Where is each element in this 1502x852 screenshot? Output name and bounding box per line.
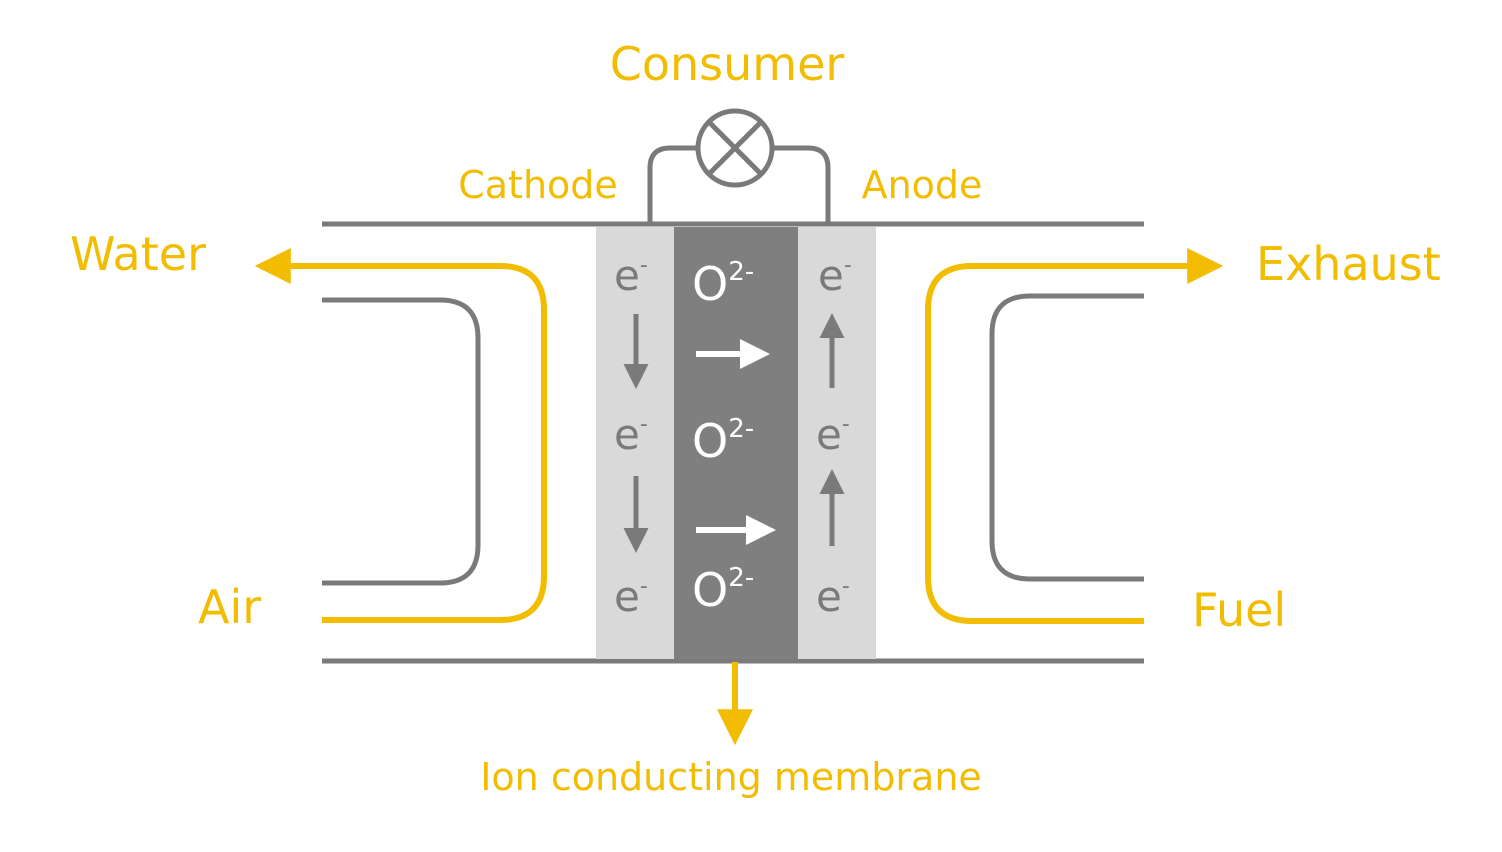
anode-electron-2: e- — [816, 410, 850, 459]
cathode-electron-3: e- — [614, 572, 648, 621]
anode-electron-1: e- — [818, 251, 852, 300]
lamp-icon — [695, 108, 775, 188]
cathode-label: Cathode — [458, 163, 618, 207]
membrane-label: Ion conducting membrane — [480, 755, 982, 799]
anode-electrode — [798, 227, 876, 659]
consumer-label: Consumer — [610, 37, 845, 91]
cathode-electrode — [596, 227, 674, 659]
oxide-ion-3: O2- — [692, 563, 754, 617]
cathode-electron-1: e- — [614, 251, 648, 300]
air-inner-channel — [322, 297, 481, 586]
water-label: Water — [70, 227, 206, 281]
oxide-ion-1: O2- — [692, 257, 754, 311]
fuel-inner-channel — [989, 293, 1144, 582]
air-label: Air — [198, 580, 261, 634]
cathode-electron-2: e- — [614, 410, 648, 459]
oxide-ion-2: O2- — [692, 414, 754, 468]
anode-label: Anode — [862, 163, 983, 207]
exhaust-label: Exhaust — [1256, 237, 1441, 291]
external-circuit — [647, 145, 831, 222]
fuel-exhaust-flow-arrow — [925, 248, 1224, 624]
anode-electron-3: e- — [816, 572, 850, 621]
fuel-label: Fuel — [1192, 583, 1286, 637]
air-water-flow-arrow — [254, 248, 547, 623]
membrane — [674, 227, 798, 659]
